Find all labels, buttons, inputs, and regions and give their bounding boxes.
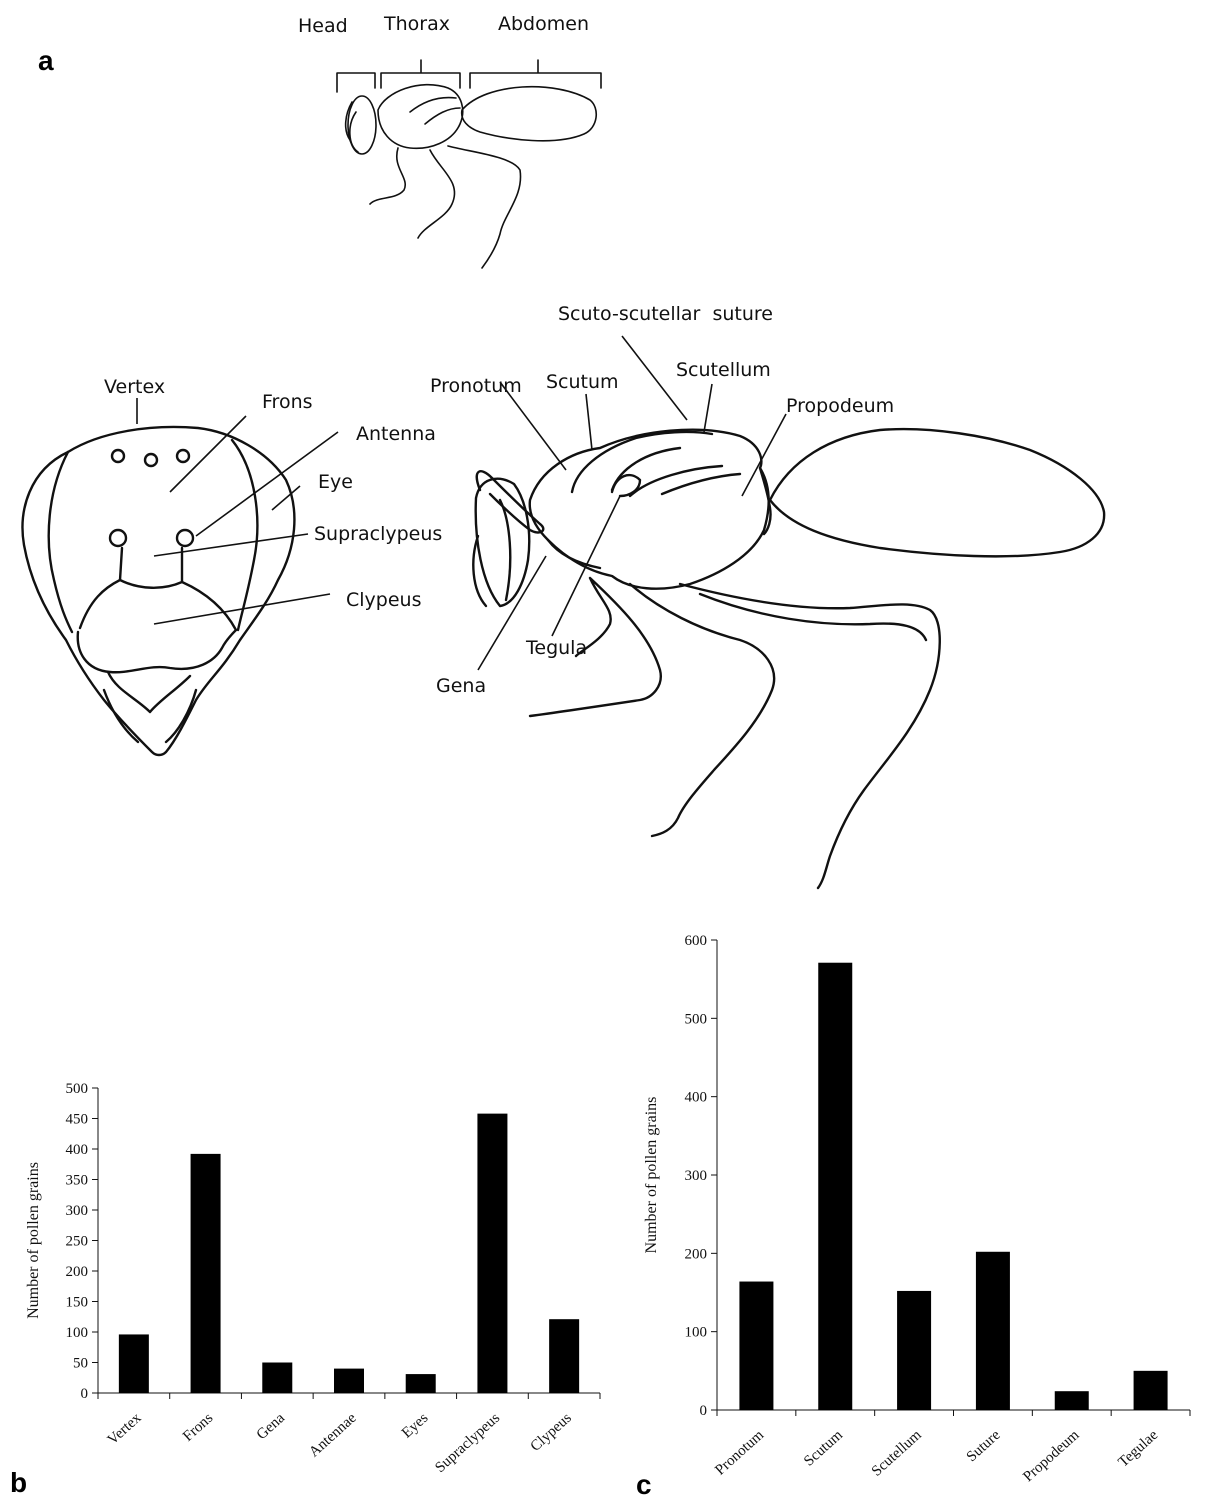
y-tick-label: 150 xyxy=(66,1295,89,1311)
small-abdomen xyxy=(462,87,597,141)
y-tick-label: 300 xyxy=(685,1168,708,1184)
clypeus-outline xyxy=(78,630,236,672)
scutellum-outline xyxy=(630,466,740,496)
thorax-bracket xyxy=(381,60,460,88)
x-tick-label: Supraclypeus xyxy=(432,1410,503,1476)
y-tick-label: 200 xyxy=(66,1264,89,1280)
y-tick-label: 100 xyxy=(66,1325,89,1341)
y-tick-label: 200 xyxy=(685,1246,708,1262)
bar-tegulae xyxy=(1134,1371,1168,1410)
bar-propodeum xyxy=(1055,1391,1089,1410)
bar-antennae xyxy=(334,1369,364,1393)
y-tick-label: 500 xyxy=(66,1081,89,1097)
label-tegula: Tegula xyxy=(525,637,587,659)
bar-eyes xyxy=(406,1374,436,1393)
tegula-outline xyxy=(612,475,640,496)
bar-suture xyxy=(976,1252,1010,1410)
ocellus-right xyxy=(177,450,189,462)
mandibles xyxy=(108,672,190,712)
label-clypeus: Clypeus xyxy=(346,589,421,611)
label-vertex: Vertex xyxy=(104,376,165,398)
y-tick-label: 250 xyxy=(66,1234,89,1250)
y-axis-title: Number of pollen grains xyxy=(25,1162,42,1319)
panel-label-b: b xyxy=(10,1467,27,1498)
small-bee-drawing: Head Thorax Abdomen xyxy=(298,13,601,268)
bar-supraclypeus xyxy=(477,1114,507,1393)
label-antenna: Antenna xyxy=(356,423,436,445)
abdomen-bracket xyxy=(470,60,601,88)
bar-clypeus xyxy=(549,1319,579,1393)
small-thorax xyxy=(378,85,463,149)
midleg xyxy=(630,584,774,836)
eye-left xyxy=(49,452,72,632)
panel-label-a: a xyxy=(38,45,54,76)
abdomen-side xyxy=(770,429,1104,556)
label-supraclypeus: Supraclypeus xyxy=(314,523,442,545)
head-outline xyxy=(23,427,295,755)
bar-frons xyxy=(191,1154,221,1393)
thorax-side xyxy=(530,430,769,589)
x-tick-label: Scutellum xyxy=(869,1427,925,1480)
eye-right xyxy=(232,440,257,630)
bee-lateral-view xyxy=(473,336,1104,888)
antenna-socket-left xyxy=(110,530,126,546)
y-tick-label: 100 xyxy=(685,1325,708,1341)
y-tick-label: 350 xyxy=(66,1173,89,1189)
x-tick-label: Tegulae xyxy=(1115,1427,1161,1471)
x-tick-label: Antennae xyxy=(306,1410,360,1461)
head-front-view xyxy=(23,398,338,755)
bar-pronotum xyxy=(739,1282,773,1410)
y-tick-label: 600 xyxy=(685,933,708,949)
label-head: Head xyxy=(298,15,348,37)
panel-label-c: c xyxy=(636,1469,652,1500)
ocellus-left xyxy=(112,450,124,462)
x-tick-label: Propodeum xyxy=(1020,1427,1082,1485)
y-tick-label: 0 xyxy=(700,1403,708,1419)
y-tick-label: 400 xyxy=(66,1142,89,1158)
label-gena: Gena xyxy=(436,675,486,697)
y-tick-label: 500 xyxy=(685,1011,708,1027)
leader-clypeus xyxy=(154,594,330,624)
hindleg xyxy=(680,584,940,888)
leader-antenna xyxy=(196,432,338,536)
head-side xyxy=(476,479,530,606)
y-axis-title: Number of pollen grains xyxy=(643,1097,660,1254)
head-bracket xyxy=(337,73,375,92)
x-tick-label: Scutum xyxy=(801,1427,846,1470)
leader-scutellum xyxy=(704,384,712,432)
x-tick-label: Pronotum xyxy=(712,1427,767,1479)
y-tick-label: 0 xyxy=(81,1386,89,1402)
label-frons: Frons xyxy=(262,391,313,413)
x-tick-label: Vertex xyxy=(105,1410,145,1448)
label-propodeum: Propodeum xyxy=(786,395,894,417)
antenna-socket-right xyxy=(177,530,193,546)
label-scutum: Scutum xyxy=(546,371,619,393)
bar-vertex xyxy=(119,1334,149,1393)
label-pronotum: Pronotum xyxy=(430,375,522,397)
y-tick-label: 400 xyxy=(685,1090,708,1106)
label-eye: Eye xyxy=(318,471,353,493)
x-tick-label: Gena xyxy=(254,1410,288,1443)
y-tick-label: 450 xyxy=(66,1112,89,1128)
x-tick-label: Suture xyxy=(964,1427,1004,1465)
bar-scutum xyxy=(818,963,852,1410)
label-abdomen: Abdomen xyxy=(498,13,589,35)
label-thorax: Thorax xyxy=(383,13,450,35)
y-tick-label: 300 xyxy=(66,1203,89,1219)
bar-scutellum xyxy=(897,1291,931,1410)
bar-gena xyxy=(262,1363,292,1394)
x-tick-label: Clypeus xyxy=(528,1410,575,1455)
label-scuto-scutellar-suture: Scuto-scutellar suture xyxy=(558,303,773,325)
ocellus-middle xyxy=(145,454,157,466)
x-tick-label: Eyes xyxy=(399,1410,431,1442)
leader-eye xyxy=(272,486,300,510)
x-tick-label: Frons xyxy=(180,1410,216,1445)
y-tick-label: 50 xyxy=(73,1356,88,1372)
label-scutellum: Scutellum xyxy=(676,359,771,381)
leader-scutum xyxy=(586,394,592,450)
